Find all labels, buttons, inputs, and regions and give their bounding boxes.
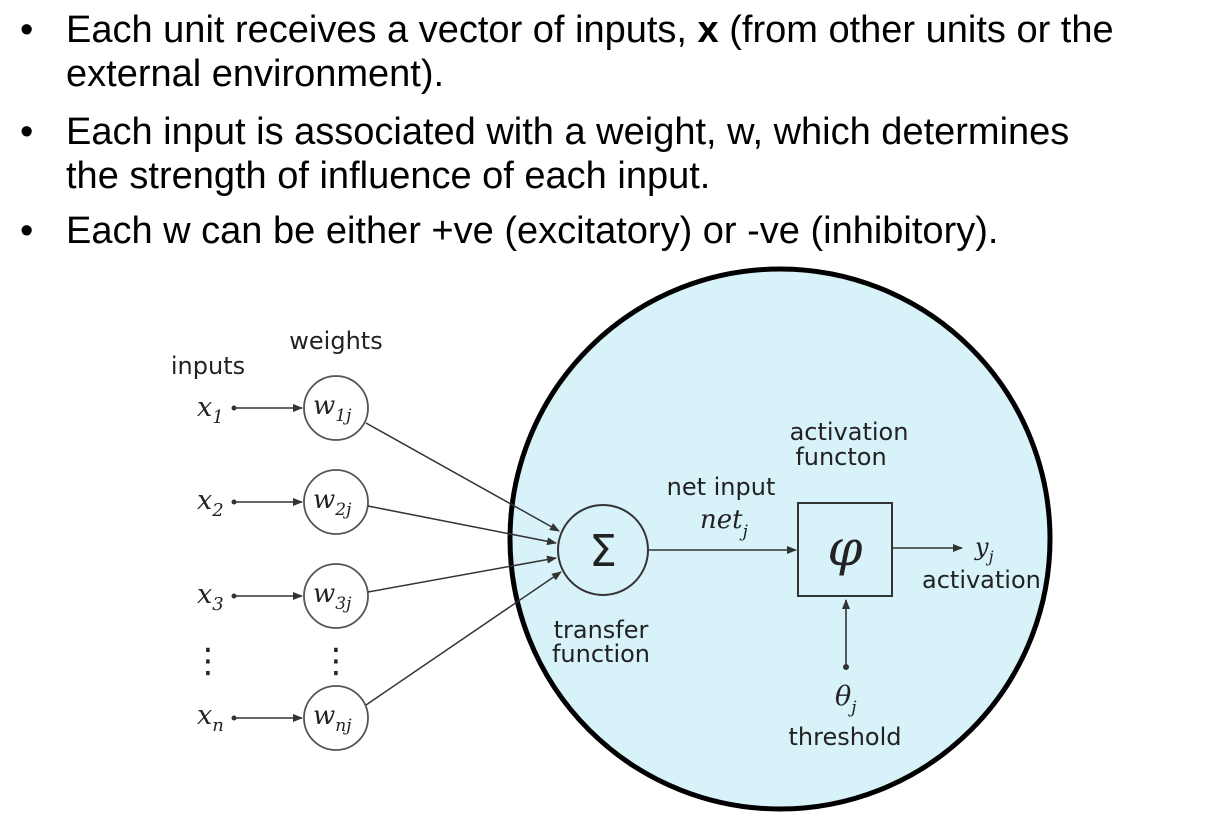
transfer-function-label-1: transfer bbox=[554, 616, 649, 644]
bullet-bold-x: x bbox=[697, 9, 719, 51]
weight-w3j-label: w3j bbox=[313, 579, 352, 614]
weight-to-sum-arrow bbox=[367, 505, 557, 546]
weight-to-sum-arrow bbox=[367, 555, 557, 593]
input-row-3: x3 w3j bbox=[197, 563, 369, 629]
activation-function-box bbox=[797, 502, 893, 597]
bullet-line: Each w can be either +ve (excitatory) or… bbox=[66, 210, 999, 252]
bullet-line: the strength of influence of each input. bbox=[66, 155, 711, 197]
bullet-line: external environment). bbox=[66, 53, 445, 95]
net-input-label: net input bbox=[667, 473, 776, 501]
bullet-line: Each input is associated with a weight, … bbox=[66, 111, 1070, 153]
activation-output-label: activation bbox=[922, 566, 1041, 594]
input-x1-label: x1 bbox=[197, 392, 224, 428]
output-yj-label: yj bbox=[974, 533, 994, 566]
input-node bbox=[231, 405, 237, 411]
bullet-text: Each unit receives a vector of inputs, bbox=[66, 9, 698, 51]
activation-function-label-1: activation bbox=[790, 418, 909, 446]
weight-node-2 bbox=[303, 469, 369, 535]
sigma-icon: Σ bbox=[589, 526, 617, 577]
input-row-1: x1 w1j bbox=[197, 375, 369, 441]
weights-heading: weights bbox=[289, 327, 382, 355]
weight-node-n bbox=[303, 685, 369, 751]
input-x3-label: x3 bbox=[197, 579, 224, 615]
bullet-dot: • bbox=[20, 210, 34, 252]
inputs-ellipsis: ⋮ bbox=[191, 641, 225, 681]
bullet-dot: • bbox=[20, 9, 34, 51]
weight-to-sum-arrow bbox=[365, 422, 560, 532]
bullet-text: (from other units or the bbox=[718, 9, 1114, 51]
input-xn-label: xn bbox=[197, 700, 224, 736]
input-row-2: x2 w2j bbox=[197, 469, 369, 535]
transfer-function-label-2: function bbox=[552, 640, 650, 668]
input-node bbox=[231, 593, 237, 599]
weight-node-1 bbox=[303, 375, 369, 441]
summation-node bbox=[557, 504, 649, 596]
input-node bbox=[231, 499, 237, 505]
weight-w2j-label: w2j bbox=[313, 485, 352, 520]
input-row-n: xn wnj bbox=[197, 685, 369, 751]
activation-function-label-2: functon bbox=[795, 443, 886, 471]
weight-to-sum-arrow bbox=[365, 571, 562, 706]
neuron-body-circle bbox=[507, 266, 1053, 812]
theta-j-label: θj bbox=[835, 681, 857, 718]
input-node bbox=[231, 715, 237, 721]
bullet-dot: • bbox=[20, 111, 34, 153]
phi-icon: φ bbox=[827, 519, 862, 577]
threshold-node bbox=[843, 664, 849, 670]
net-j-label: netj bbox=[700, 505, 749, 542]
weights-ellipsis: ⋮ bbox=[319, 641, 353, 681]
bullet-line: Each unit receives a vector of inputs, x… bbox=[66, 8, 1114, 52]
weight-node-3 bbox=[303, 563, 369, 629]
threshold-label: threshold bbox=[788, 723, 901, 751]
input-x2-label: x2 bbox=[197, 485, 224, 521]
weight-wnj-label: wnj bbox=[313, 701, 352, 736]
weight-w1j-label: w1j bbox=[313, 391, 352, 426]
inputs-heading: inputs bbox=[171, 352, 245, 380]
